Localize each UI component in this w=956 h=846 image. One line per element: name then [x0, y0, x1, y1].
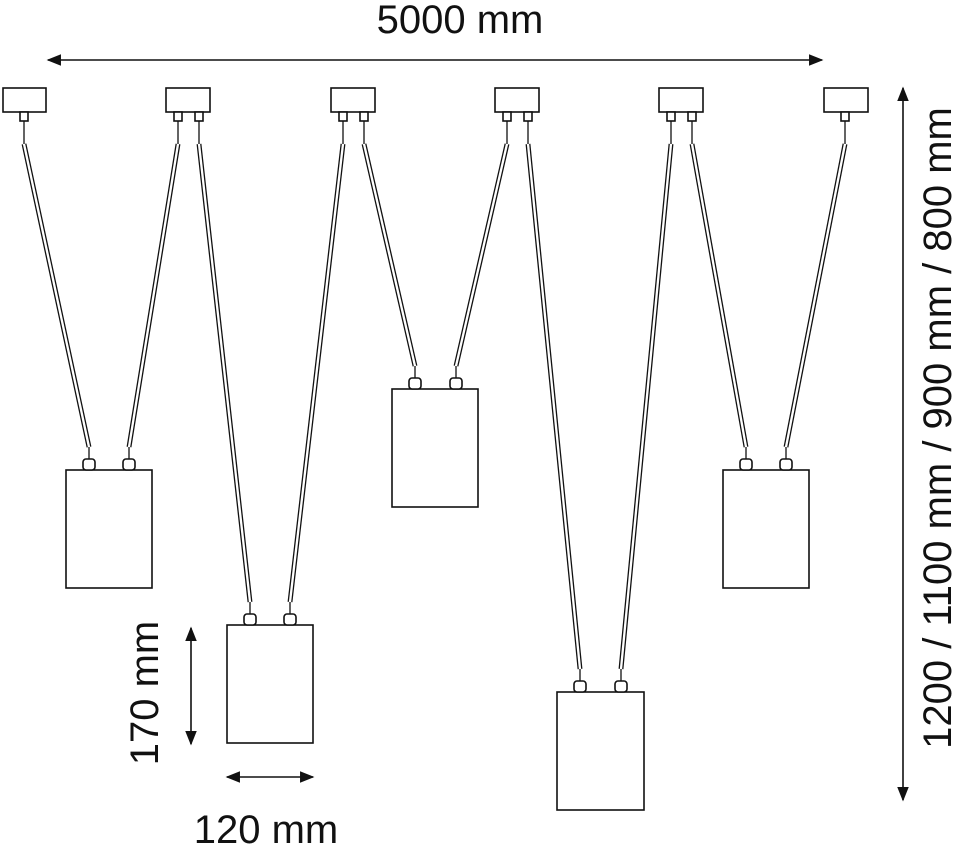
shade-cap-1-2	[122, 458, 136, 471]
canopy-connector-4-2	[523, 111, 533, 122]
lamp-shade-2	[226, 624, 314, 744]
cable-2-b	[130, 144, 181, 448]
cable-10-a	[783, 143, 844, 447]
total-width-label: 5000 mm	[377, 0, 544, 42]
shade-cap-2-2	[283, 613, 297, 626]
cable-8-b	[622, 144, 674, 670]
ceiling-canopy-3	[330, 87, 376, 113]
lamp-shade-4	[556, 691, 645, 811]
lamp-shade-5	[722, 469, 810, 589]
cable-7-a	[525, 144, 579, 670]
cable-9-b	[693, 143, 749, 447]
cable-6-b	[457, 144, 510, 367]
shade-width-label: 120 mm	[194, 808, 339, 846]
shade-cap-5-2	[779, 458, 793, 471]
shade-cap-5-1	[739, 458, 753, 471]
cable-8-a	[618, 143, 670, 669]
cable-5-b	[365, 143, 418, 366]
ceiling-canopy-1	[2, 87, 47, 113]
drop-lengths-label: 1200 / 1100 mm / 900 mm / 800 mm	[916, 107, 956, 749]
suspension-cables	[21, 143, 848, 681]
lamp-shade-1	[65, 469, 153, 589]
shade-height-label: 170 mm	[123, 621, 167, 766]
ceiling-canopy-5	[658, 87, 704, 113]
ceiling-canopy-4	[494, 87, 540, 113]
canopy-connector-5-2	[687, 111, 697, 122]
cable-10-b	[787, 144, 848, 448]
canopy-connector-3-1	[338, 111, 348, 122]
cable-2-a	[126, 143, 177, 447]
cable-3-b	[200, 143, 253, 602]
cable-1-b	[25, 143, 92, 447]
cable-5-a	[361, 144, 414, 367]
lamp-shades	[65, 377, 810, 811]
cable-7-b	[529, 143, 583, 669]
cable-4-a	[287, 143, 342, 602]
shade-cap-2-1	[243, 613, 257, 626]
ceiling-canopies	[2, 87, 869, 144]
cable-6-a	[453, 143, 506, 366]
canopy-connector-3-2	[359, 111, 369, 122]
canopy-connector-2-1	[173, 111, 183, 122]
shade-cap-4-1	[573, 680, 587, 693]
canopy-connector-4-1	[502, 111, 512, 122]
cable-1-a	[21, 144, 88, 448]
shade-cap-4-2	[614, 680, 628, 693]
lamp-shade-3	[391, 388, 479, 508]
shade-cap-3-1	[408, 377, 422, 390]
cable-3-a	[196, 144, 249, 603]
ceiling-canopy-6	[823, 87, 869, 113]
canopy-connector-6-1	[840, 111, 850, 122]
cable-9-a	[689, 144, 745, 448]
cable-4-b	[291, 144, 346, 603]
ceiling-canopy-2	[165, 87, 211, 113]
shade-cap-1-1	[82, 458, 96, 471]
canopy-connector-2-2	[194, 111, 204, 122]
canopy-connector-5-1	[666, 111, 676, 122]
canopy-connector-1-1	[19, 111, 29, 122]
shade-cap-3-2	[449, 377, 463, 390]
